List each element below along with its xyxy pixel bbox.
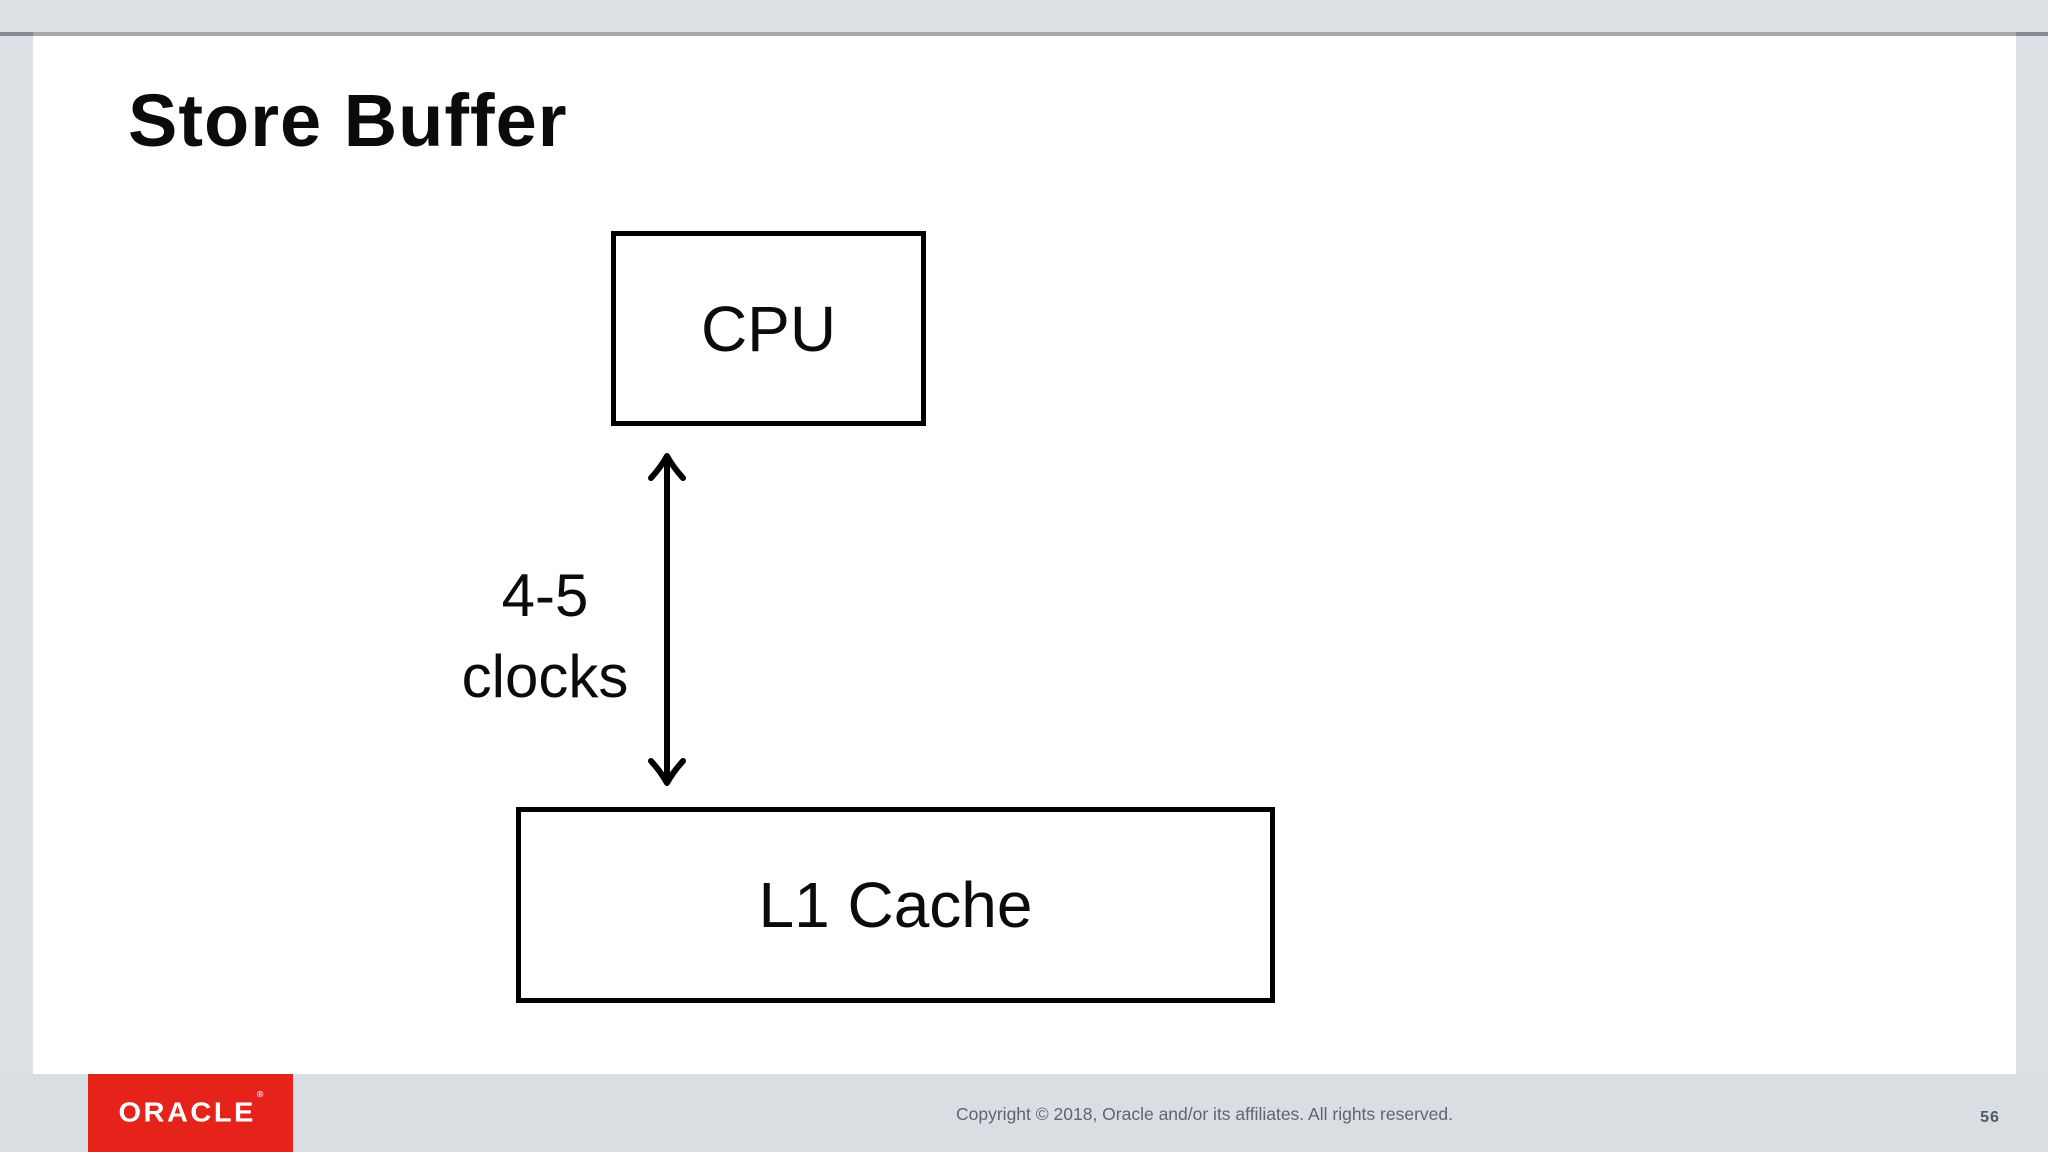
cpu-box: CPU [611, 231, 926, 426]
l1-cache-box-label: L1 Cache [758, 869, 1033, 941]
latency-label-line1: 4-5 [501, 562, 589, 629]
cpu-box-label: CPU [700, 292, 837, 365]
oracle-wordmark-text: ORACLE [118, 1097, 256, 1128]
l1-cache-box: L1 Cache [516, 807, 1275, 1003]
registered-trademark-mark: ® [256, 1088, 264, 1099]
copyright-text: Copyright © 2018, Oracle and/or its affi… [956, 1104, 1453, 1124]
slide-canvas: Store Buffer CPU 4-5 clocks L1 Cache [33, 36, 2016, 1074]
latency-label-line2: clocks [461, 643, 629, 710]
footer-band [0, 1074, 2048, 1152]
latency-arrow [648, 453, 686, 786]
latency-label: 4-5 clocks [395, 555, 695, 717]
oracle-logo: ORACLE® [88, 1074, 293, 1152]
oracle-wordmark: ORACLE® [118, 1089, 263, 1128]
slide-title: Store Buffer [128, 79, 568, 162]
top-separator-line-inner [33, 32, 2016, 36]
page-number: 56 [1980, 1109, 2000, 1126]
